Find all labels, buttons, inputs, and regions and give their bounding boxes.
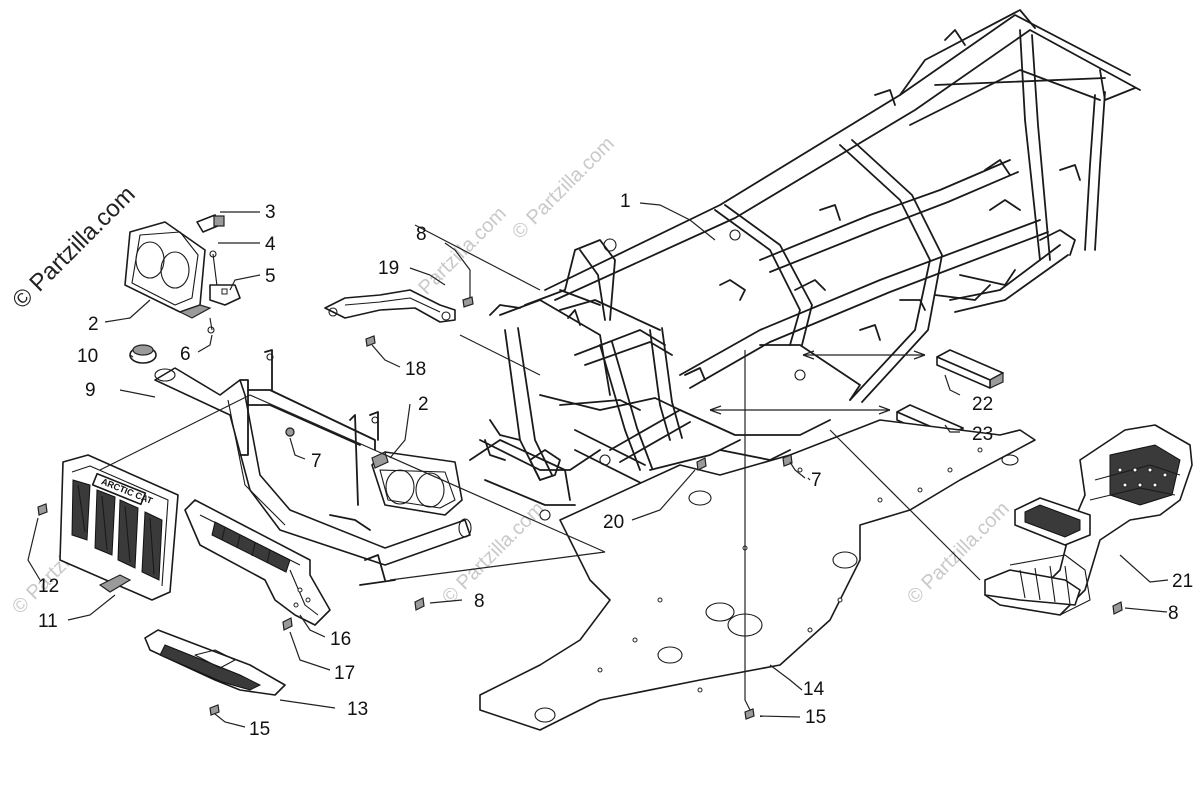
callout-12: 12: [38, 576, 59, 597]
callout-15-right: 15: [805, 707, 826, 728]
watermark-faint: © Partzilla.com: [438, 498, 549, 609]
callout-labels: 1 2 2 3 4 5 6 7 7 8 8 8 9 10 11 12 13 14…: [38, 191, 1193, 740]
front-bumper: [154, 349, 472, 586]
callout-18: 18: [405, 359, 426, 380]
callout-3: 3: [265, 202, 276, 223]
crossbar-22: [936, 349, 1004, 389]
headlight-left: [124, 221, 212, 319]
callout-15-left: 15: [249, 719, 270, 740]
rubber-cap: [129, 344, 157, 364]
callout-7-right: 7: [811, 470, 822, 491]
callout-10: 10: [77, 346, 98, 367]
callout-2-right: 2: [418, 394, 429, 415]
callout-16: 16: [330, 629, 351, 650]
callout-9: 9: [85, 380, 96, 401]
callout-5: 5: [265, 266, 276, 287]
front-skid-plate: [144, 629, 286, 696]
callout-8-top: 8: [416, 224, 427, 245]
callout-20: 20: [603, 512, 624, 533]
callout-17: 17: [334, 663, 355, 684]
callout-6: 6: [180, 344, 191, 365]
main-skid-plate: [479, 419, 1036, 731]
callout-8-bumper: 8: [474, 591, 485, 612]
front-guard: [184, 499, 331, 626]
bracket-19: [324, 289, 456, 323]
crossbar-arrows: [709, 350, 926, 415]
main-frame: [469, 9, 1141, 521]
rear-skid-plate: [984, 424, 1193, 616]
callout-19: 19: [378, 258, 399, 279]
callout-23: 23: [972, 424, 993, 445]
leader-lines: [27, 202, 1169, 728]
callout-7-left: 7: [311, 451, 322, 472]
headlight-right: [371, 451, 463, 516]
callout-1: 1: [620, 191, 631, 212]
callout-14: 14: [803, 679, 825, 700]
watermark-faint: © Partzilla.com: [508, 133, 619, 244]
callout-13: 13: [347, 699, 368, 720]
callout-8-rear: 8: [1168, 603, 1179, 624]
callout-21: 21: [1172, 571, 1193, 592]
callout-4: 4: [265, 234, 276, 255]
watermark-main: © Partzilla.com: [7, 181, 140, 314]
front-grille: ARCTIC CAT: [59, 454, 179, 601]
callout-22: 22: [972, 394, 993, 415]
fasteners: [37, 296, 1123, 720]
callout-11: 11: [38, 611, 58, 632]
callout-2-left: 2: [88, 314, 99, 335]
headlight-fasteners: [196, 214, 241, 334]
